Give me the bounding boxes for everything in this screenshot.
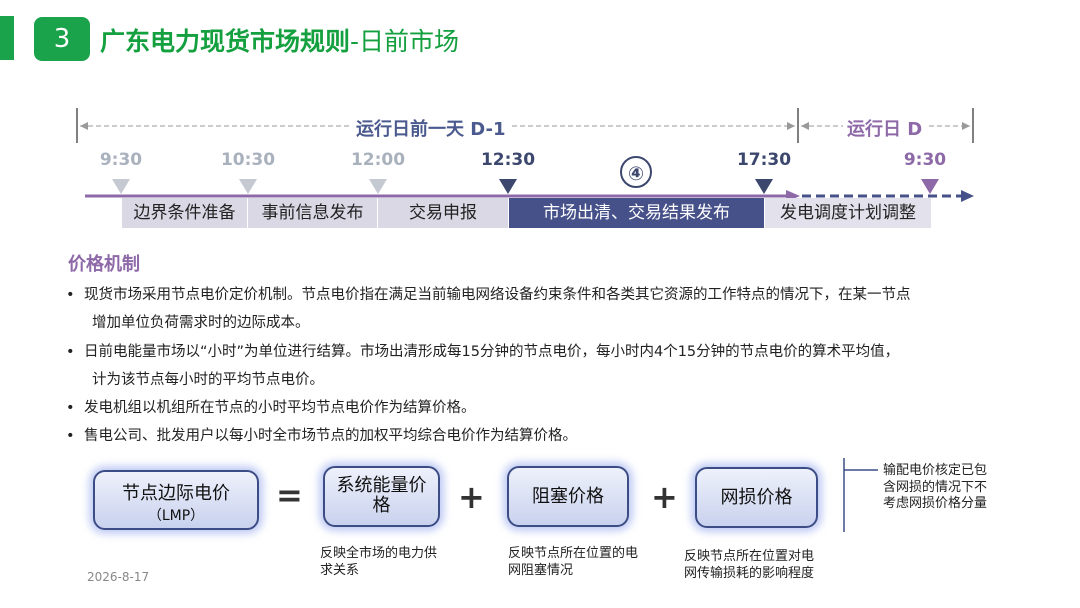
timeline-dashed-arrowhead: [961, 190, 974, 202]
bullet-dot: •: [66, 287, 75, 303]
page-title-sub: 日前市场: [359, 27, 460, 56]
note-line: 考虑网损价格分量: [883, 496, 988, 511]
marker-1230: [499, 179, 517, 194]
lmp-label: 节点边际电价: [122, 483, 230, 504]
page-title-main: 广东电力现货市场规则: [100, 27, 351, 56]
bullet-dot: •: [66, 400, 75, 416]
energy-caption: 反映全市场的电力供 求关系: [320, 545, 437, 579]
caption-line: 反映节点所在位置对电: [684, 549, 815, 564]
loss-price-label: 网损价格: [720, 487, 793, 508]
bullet-item: • 现货市场采用节点电价定价机制。节点电价指在满足当前输电网络设备约束条件和各类其…: [66, 281, 911, 309]
bullet-text: 日前电能量市场以“小时”为单位进行结算。市场出清形成每15分钟的节点电价，每小时…: [84, 344, 900, 360]
congestion-price-box: 阻塞价格: [507, 466, 629, 527]
plus-sign: +: [651, 478, 678, 516]
section-title-price: 价格机制: [68, 254, 140, 275]
caption-line: 网阻塞情况: [508, 563, 574, 578]
timeline-segment-highlighted: 市场出清、交易结果发布: [509, 198, 765, 228]
step-4-marker: ④: [620, 156, 652, 188]
time-label: 10:30: [220, 150, 276, 170]
marker-1030: [239, 179, 257, 194]
energy-price-box: 系统能量价 格: [323, 466, 440, 527]
time-label: 12:30: [480, 150, 536, 170]
plus-sign: +: [458, 478, 485, 516]
bullet-item: • 日前电能量市场以“小时”为单位进行结算。市场出清形成每15分钟的节点电价，每小…: [66, 338, 899, 366]
bullet-dot: •: [66, 428, 75, 444]
loss-price-box: 网损价格: [695, 467, 818, 528]
bullet-continuation: 增加单位负荷需求时的边际成本。: [92, 315, 310, 331]
time-label: 17:30: [736, 150, 792, 170]
caption-line: 求关系: [320, 563, 360, 578]
span-label-dminus1: 运行日前一天 D-1: [352, 115, 510, 141]
caption-line: 反映节点所在位置的电: [508, 546, 639, 561]
loss-caption: 反映节点所在位置对电 网传输损耗的影响程度: [684, 548, 814, 582]
caption-line: 反映全市场的电力供: [320, 546, 438, 561]
bullet-text: 发电机组以机组所在节点的小时平均节点电价作为结算价格。: [84, 400, 476, 416]
span-label-d: 运行日 D: [843, 115, 927, 141]
span-d-arrow-left: [801, 122, 809, 130]
bullet-text: 售电公司、批发用户以每小时全市场节点的加权平均综合电价作为结算价格。: [84, 428, 577, 444]
note-line: 输配电价核定已包: [883, 463, 988, 478]
bullet-item: • 发电机组以机组所在节点的小时平均节点电价作为结算价格。: [66, 394, 476, 422]
loss-note: 输配电价核定已包 含网损的情况下不 考虑网损价格分量: [883, 463, 987, 513]
time-label: 12:00: [350, 150, 406, 170]
header-accent-bar: [0, 16, 14, 60]
bullet-text: 现货市场采用节点电价定价机制。节点电价指在满足当前输电网络设备约束条件和各类其它…: [84, 287, 911, 303]
footer-date: 2026-8-17: [87, 570, 150, 584]
span-dminus1-arrow-right: [787, 122, 795, 130]
note-line: 含网损的情况下不: [883, 479, 988, 495]
lmp-box: 节点边际电价 （LMP）: [93, 470, 259, 530]
congestion-price-label: 阻塞价格: [532, 486, 604, 507]
page-title: 广东电力现货市场规则-日前市场: [100, 22, 459, 58]
note-bracket: [843, 458, 878, 532]
section-number-badge: 3: [34, 17, 90, 61]
marker-0930: [112, 179, 130, 194]
timeline-segment: 发电调度计划调整: [765, 198, 932, 228]
caption-line: 网传输损耗的影响程度: [684, 566, 815, 581]
timeline-segment: 交易申报: [378, 198, 509, 228]
timeline-segment: 事前信息发布: [248, 198, 378, 228]
bullet-item: • 售电公司、批发用户以每小时全市场节点的加权平均综合电价作为结算价格。: [66, 422, 577, 450]
page-title-separator: -: [350, 27, 360, 56]
span-d-arrow-right: [962, 122, 970, 130]
marker-1730: [755, 179, 773, 194]
timeline-segment: 边界条件准备: [122, 198, 248, 228]
energy-price-line-1: 系统能量价: [336, 475, 427, 496]
time-label: 9:30: [903, 150, 947, 170]
energy-price-line-2: 格: [372, 495, 391, 516]
congestion-caption: 反映节点所在位置的电 网阻塞情况: [508, 545, 638, 579]
bullet-dot: •: [66, 344, 75, 360]
time-label: 9:30: [99, 150, 143, 170]
bullet-continuation: 计为该节点每小时的平均节点电价。: [92, 372, 324, 388]
marker-d-0930: [921, 179, 939, 194]
equals-sign: =: [276, 476, 303, 514]
span-dminus1-arrow-left: [80, 122, 88, 130]
marker-1200: [369, 179, 387, 194]
lmp-sublabel: （LMP）: [147, 508, 205, 524]
